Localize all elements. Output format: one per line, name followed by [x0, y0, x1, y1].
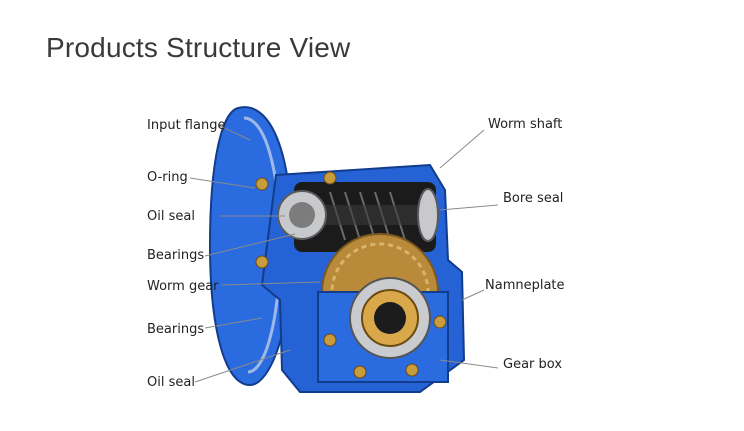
- label-bearings-bottom: Bearings: [147, 322, 205, 337]
- label-input-flange: Input flange: [147, 118, 226, 133]
- label-gear-box: Gear box: [503, 357, 563, 372]
- label-o-ring: O-ring: [147, 170, 188, 185]
- label-worm-shaft: Worm shaft: [488, 117, 563, 132]
- label-nameplate: Namneplate: [485, 278, 565, 293]
- label-oil-seal-bottom: Oil seal: [147, 375, 195, 390]
- page-title: Products Structure View: [46, 32, 351, 63]
- label-worm-gear: Worm gear: [147, 279, 219, 294]
- label-bore-seal: Bore seal: [503, 191, 564, 206]
- label-bearings-top: Bearings: [147, 248, 205, 263]
- label-oil-seal-top: Oil seal: [147, 209, 195, 224]
